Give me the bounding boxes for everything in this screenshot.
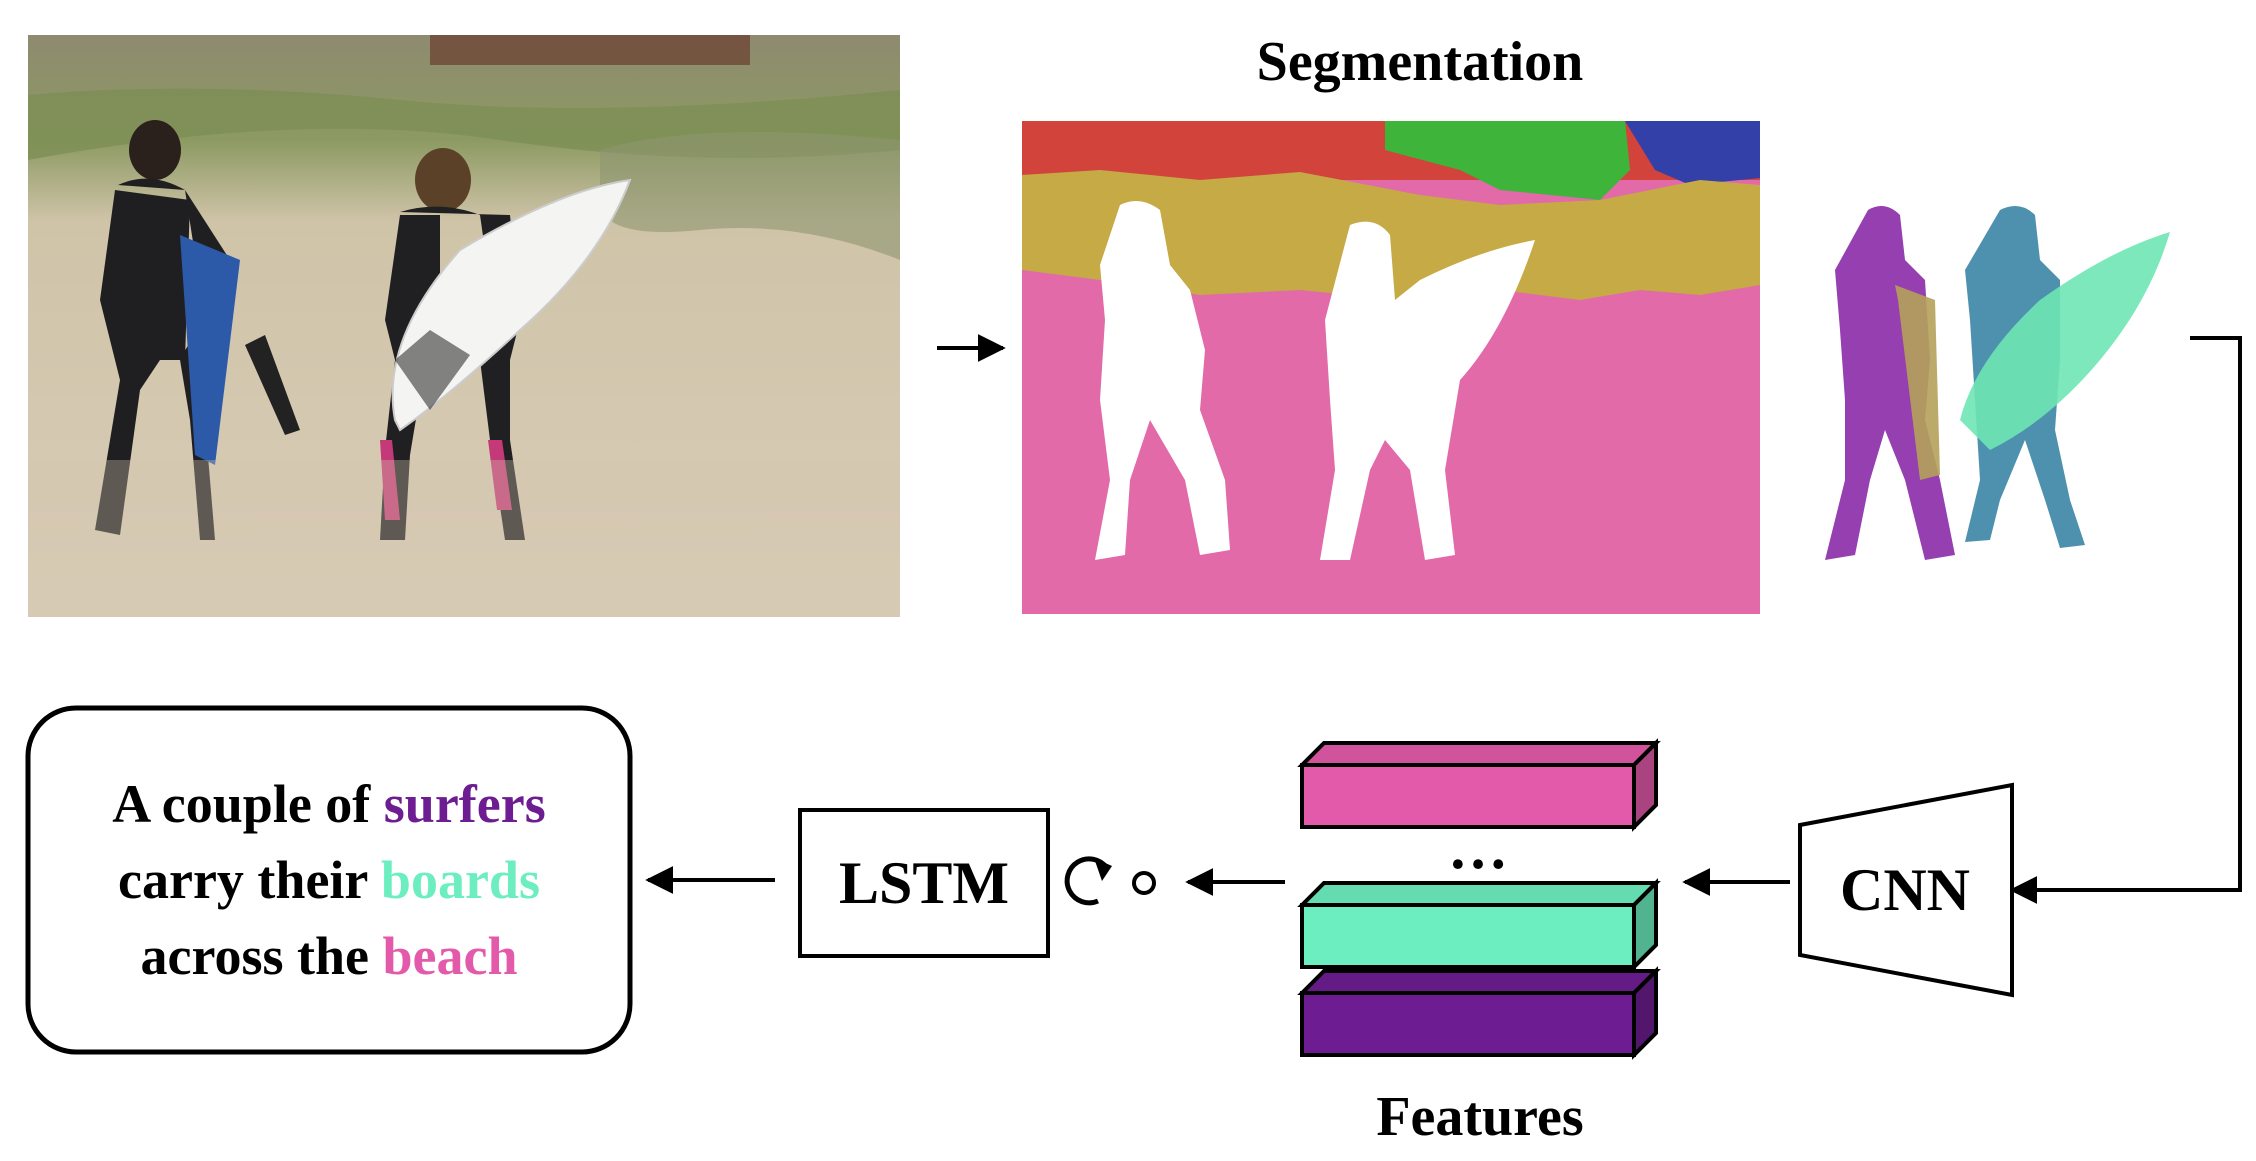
circular-arrow-compose-icon — [1064, 856, 1156, 906]
surfers-feature-bar — [1297, 966, 1661, 1060]
caption-word-beach: beach — [382, 926, 518, 986]
caption-box — [25, 705, 633, 1055]
caption-text: carry their — [118, 850, 381, 910]
caption-word-boards: boards — [380, 850, 540, 910]
arrow-to-cnn — [2009, 336, 2242, 904]
instance-masks — [1825, 206, 2170, 560]
caption-line-1: A couple of surfers — [112, 766, 545, 842]
boards-feature-bar — [1297, 878, 1661, 972]
caption-line-3: across the beach — [141, 918, 518, 994]
surfer-left — [95, 120, 300, 541]
caption-line-2: carry their boards — [118, 842, 540, 918]
cnn-block — [1798, 782, 2014, 998]
caption-text: A couple of — [112, 774, 384, 834]
segmentation-title: Segmentation — [1256, 31, 1584, 93]
caption-text: across the — [140, 926, 383, 986]
surfer-right — [380, 148, 632, 540]
generated-caption: A couple of surfers carry their boards a… — [28, 708, 630, 1052]
lstm-block — [798, 808, 1050, 958]
input-photo — [28, 35, 900, 617]
segmentation-map — [1022, 121, 1760, 614]
features-title: Features — [1376, 1086, 1584, 1148]
feature-stack — [1297, 738, 1661, 1060]
caption-word-surfers: surfers — [383, 774, 546, 834]
beach-feature-bar — [1297, 738, 1661, 832]
features-ellipsis: … — [1448, 815, 1508, 881]
lstm-label: LSTM — [838, 850, 1010, 916]
cnn-label: CNN — [1840, 857, 1970, 923]
